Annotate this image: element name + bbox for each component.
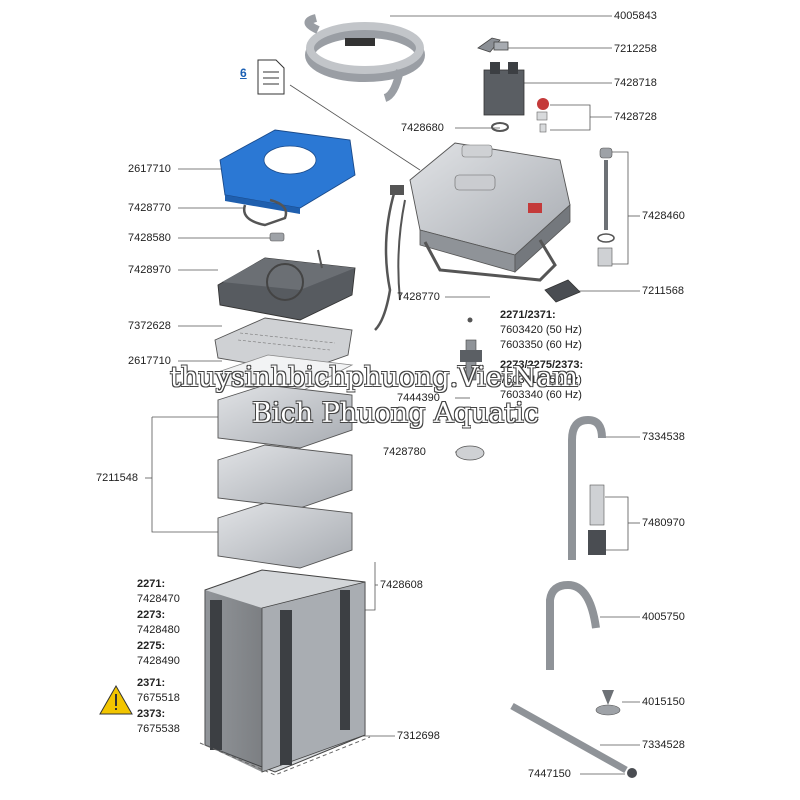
clip-parts [477,37,549,133]
canister-model-2273: 2273: [137,609,166,621]
filter-baskets-part [217,384,353,569]
canister-part [199,569,371,776]
label-baskets: 7211548 [96,472,139,484]
impeller-a-50hz: 7603420 (50 Hz) [500,324,582,336]
label-clip-small: 7212258 [614,43,657,55]
impeller-b-50hz: 7603410 (50 Hz) [500,374,582,386]
label-oring: 7428680 [401,122,444,134]
canister-model-2371: 2371: [137,677,166,689]
label-top-basket: 7428970 [128,264,171,276]
label-head-handle: 7428770 [397,291,440,303]
hose-part [304,14,425,102]
valve-part [269,232,285,242]
watermark-line2: Bich Phuong Aquatic [252,398,539,429]
impeller-b-60hz: 7603340 (60 Hz) [500,389,582,401]
label-hose: 4005843 [614,10,657,22]
label-prefilter-pad: 2617710 [128,163,171,175]
label-foot: 7312698 [397,730,440,742]
label-intake-strainer: 7480970 [642,517,685,529]
prefilter-pad-part [219,129,356,214]
label-spray-bar: 7334528 [642,739,685,751]
label-end-cap: 7447150 [528,768,571,780]
pump-head-part [374,142,571,331]
label-valve: 7428580 [128,232,171,244]
impeller-model-b: 2273/2275/2373: [500,359,584,371]
label-spring: 7444390 [397,392,440,404]
label-bracket: 7211568 [642,285,685,297]
intake-tube-part [568,415,606,560]
label-intake-tube: 7334538 [642,431,685,443]
fleece-part [217,354,354,393]
bracket-part [544,279,581,303]
watermark-line1: thuysinhbichphuong.VietNam [170,362,578,393]
suction-cup-part [595,690,621,716]
label-fleece: 2617710 [128,355,171,367]
spray-bar-part [510,702,637,778]
canister-model-2275: 2275: [137,640,166,652]
canister-part-2373: 7675538 [137,723,180,735]
canister-part-2271: 7428470 [137,593,180,605]
canister-model-2373: 2373: [137,708,166,720]
label-clip-unit: 7428718 [614,77,657,89]
impeller-part [455,317,485,461]
top-basket-part [217,249,356,321]
label-grid-plate: 7372628 [128,320,171,332]
document-icon [257,59,285,95]
impeller-model-a: 2271/2371: [500,309,556,321]
label-canister-clips: 7428608 [380,579,423,591]
label-outlet-tube: 4005750 [642,611,685,623]
canister-part-2273: 7428480 [137,624,180,636]
document-link[interactable]: 6 [240,66,247,80]
warning-icon [99,684,133,715]
label-primer: 7428460 [642,210,685,222]
label-impeller-cap: 7428728 [614,111,657,123]
handle-part [242,198,288,227]
label-suction-cup: 4015150 [642,696,685,708]
grid-plate-part [214,317,353,373]
canister-model-2271: 2271: [137,578,166,590]
primer-part [597,147,615,267]
leader-lines [145,15,640,775]
canister-part-2371: 7675518 [137,692,180,704]
outlet-tube-part [546,580,600,670]
label-handle: 7428770 [128,202,171,214]
canister-part-2275: 7428490 [137,655,180,667]
label-impeller-cover: 7428780 [383,446,426,458]
impeller-a-60hz: 7603350 (60 Hz) [500,339,582,351]
